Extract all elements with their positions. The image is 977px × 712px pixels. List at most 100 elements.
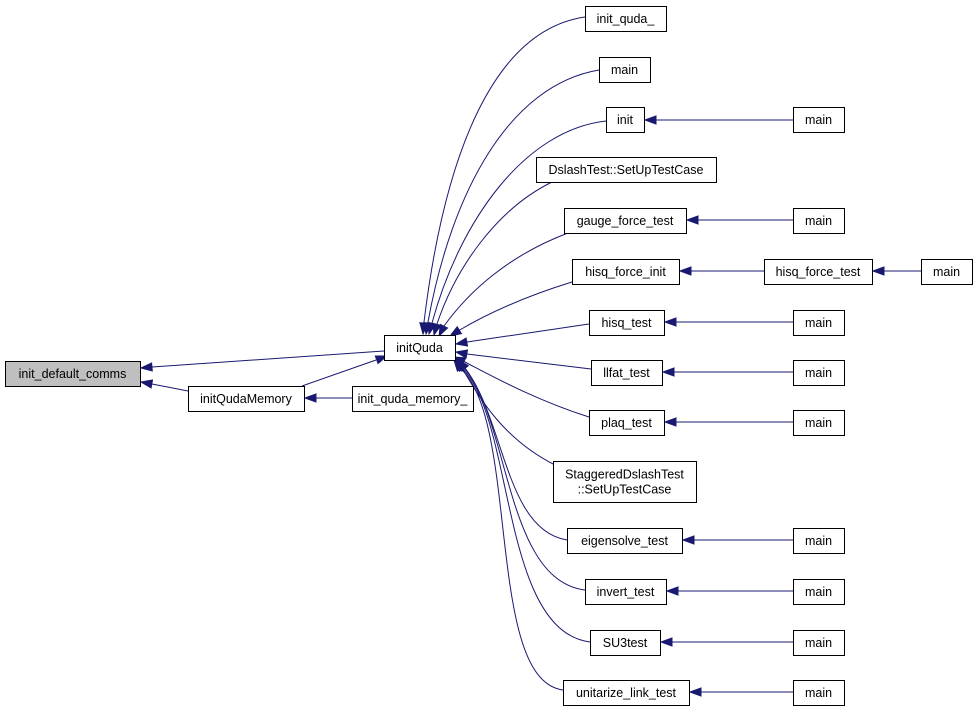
node-llfat-test[interactable]: llfat_test	[591, 360, 663, 386]
node-box	[921, 259, 973, 285]
node-label: hisq_force_test	[776, 265, 861, 279]
edge-arrowhead	[665, 586, 679, 596]
node-box	[793, 208, 845, 234]
edge-line	[151, 383, 189, 392]
node-box	[793, 680, 845, 706]
node-box	[793, 360, 845, 386]
edge-arrowhead	[303, 393, 317, 403]
edge-line	[151, 350, 385, 368]
node-init[interactable]: init	[606, 107, 645, 133]
edge-arrowhead	[681, 535, 695, 545]
node-plaq-test[interactable]: plaq_test	[589, 410, 665, 436]
edge-line	[431, 120, 607, 324]
node-label: main	[805, 686, 832, 700]
node-main-invert[interactable]: main	[793, 579, 845, 605]
node-main-eigen[interactable]: main	[793, 528, 845, 554]
edge-hisq_test-to-initQuda	[454, 323, 590, 347]
node-label: initQuda	[396, 341, 443, 355]
node-label: main	[805, 366, 832, 380]
node-label: initQudaMemory	[200, 392, 292, 406]
node-init-quda-[interactable]: init_quda_	[585, 6, 667, 32]
node-main-hisq[interactable]: main	[793, 310, 845, 336]
node-su3test[interactable]: SU3test	[590, 630, 661, 656]
node-box	[793, 107, 845, 133]
node-box	[585, 579, 667, 605]
node-label: init_quda_	[597, 12, 656, 26]
node-label: StaggeredDslashTest	[565, 468, 684, 482]
node-box	[563, 680, 690, 706]
edge-line	[466, 353, 592, 370]
edge-line	[427, 69, 600, 323]
node-invert-test[interactable]: invert_test	[585, 579, 667, 605]
node-main-llfat[interactable]: main	[793, 360, 845, 386]
node-eigensolve-test[interactable]: eigensolve_test	[567, 528, 683, 554]
node-init-quda-memory-[interactable]: init_quda_memory_	[352, 386, 474, 412]
node-label: init	[617, 113, 634, 127]
node-main-unitarize[interactable]: main	[793, 680, 845, 706]
edge-line	[459, 367, 564, 691]
edge-line	[460, 365, 556, 466]
edge-arrowhead	[139, 379, 154, 389]
node-box	[585, 6, 667, 32]
node-label: hisq_force_init	[585, 265, 666, 279]
node-label: plaq_test	[601, 416, 652, 430]
node-label: main	[805, 316, 832, 330]
edge-main_unitarize-to-unitarize_link_test	[688, 687, 793, 697]
node-label: SU3test	[603, 636, 648, 650]
node-unitarize-link-test[interactable]: unitarize_link_test	[563, 680, 690, 706]
node-label: main	[611, 63, 638, 77]
edge-dslash_setup-to-initQuda	[432, 181, 553, 337]
node-main-gauge[interactable]: main	[793, 208, 845, 234]
edge-gauge_force_test-to-initQuda	[438, 232, 569, 338]
node-label: main	[805, 214, 832, 228]
node-main-hisq-force[interactable]: main	[921, 259, 973, 285]
edge-main_eigen-to-eigensolve_test	[681, 535, 793, 545]
node-initQudaMemory[interactable]: initQudaMemory	[188, 386, 305, 412]
edge-hisq_force_init-to-initQuda	[448, 281, 573, 337]
node-label: llfat_test	[603, 366, 650, 380]
edge-arrowhead	[454, 337, 469, 347]
edge-arrowhead	[432, 322, 442, 337]
node-box	[5, 361, 141, 387]
node-box	[764, 259, 873, 285]
edge-arrowhead	[688, 687, 702, 697]
node-initQuda[interactable]: initQuda	[384, 335, 456, 361]
node-hisq-force-init[interactable]: hisq_force_init	[572, 259, 680, 285]
node-gauge-force-test[interactable]: gauge_force_test	[564, 208, 687, 234]
node-label: main	[805, 113, 832, 127]
node-box	[352, 386, 474, 412]
node-label: gauge_force_test	[577, 214, 674, 228]
edge-line	[462, 360, 590, 418]
node-label: unitarize_link_test	[576, 686, 677, 700]
node-label: DslashTest::SetUpTestCase	[549, 163, 704, 177]
edge-line	[461, 367, 591, 643]
edge-init_quda_memory_-to-initQudaMemory	[303, 393, 352, 403]
node-main-a[interactable]: main	[599, 57, 651, 83]
node-main-su3[interactable]: main	[793, 630, 845, 656]
node-hisq-force-test[interactable]: hisq_force_test	[764, 259, 873, 285]
node-hisq-test[interactable]: hisq_test	[589, 310, 665, 336]
edge-initQudaMemory-to-initQuda	[301, 355, 389, 387]
node-box	[567, 528, 683, 554]
node-box	[536, 157, 717, 183]
node-main-init[interactable]: main	[793, 107, 845, 133]
edge-arrowhead	[453, 358, 465, 373]
node-label: main	[805, 534, 832, 548]
edge-arrowhead	[685, 215, 699, 225]
edge-arrowhead	[663, 417, 677, 427]
edge-line	[463, 367, 586, 591]
edge-main_a-to-initQuda	[423, 69, 600, 336]
edge-line	[301, 359, 377, 387]
node-box	[606, 107, 645, 133]
node-box	[589, 310, 665, 336]
node-label: invert_test	[597, 585, 655, 599]
node-box	[572, 259, 680, 285]
edge-main_init-to-init	[643, 115, 793, 125]
node-main-plaq[interactable]: main	[793, 410, 845, 436]
edge-line	[436, 181, 553, 325]
node-label: ::SetUpTestCase	[578, 483, 672, 497]
node-dslash-setup[interactable]: DslashTest::SetUpTestCase	[536, 157, 717, 183]
edge-arrowhead	[661, 367, 675, 377]
graph-nodes: init_default_commsinitQudainitQudaMemory…	[5, 6, 973, 706]
node-staggered-setup[interactable]: StaggeredDslashTest::SetUpTestCase	[553, 461, 697, 503]
